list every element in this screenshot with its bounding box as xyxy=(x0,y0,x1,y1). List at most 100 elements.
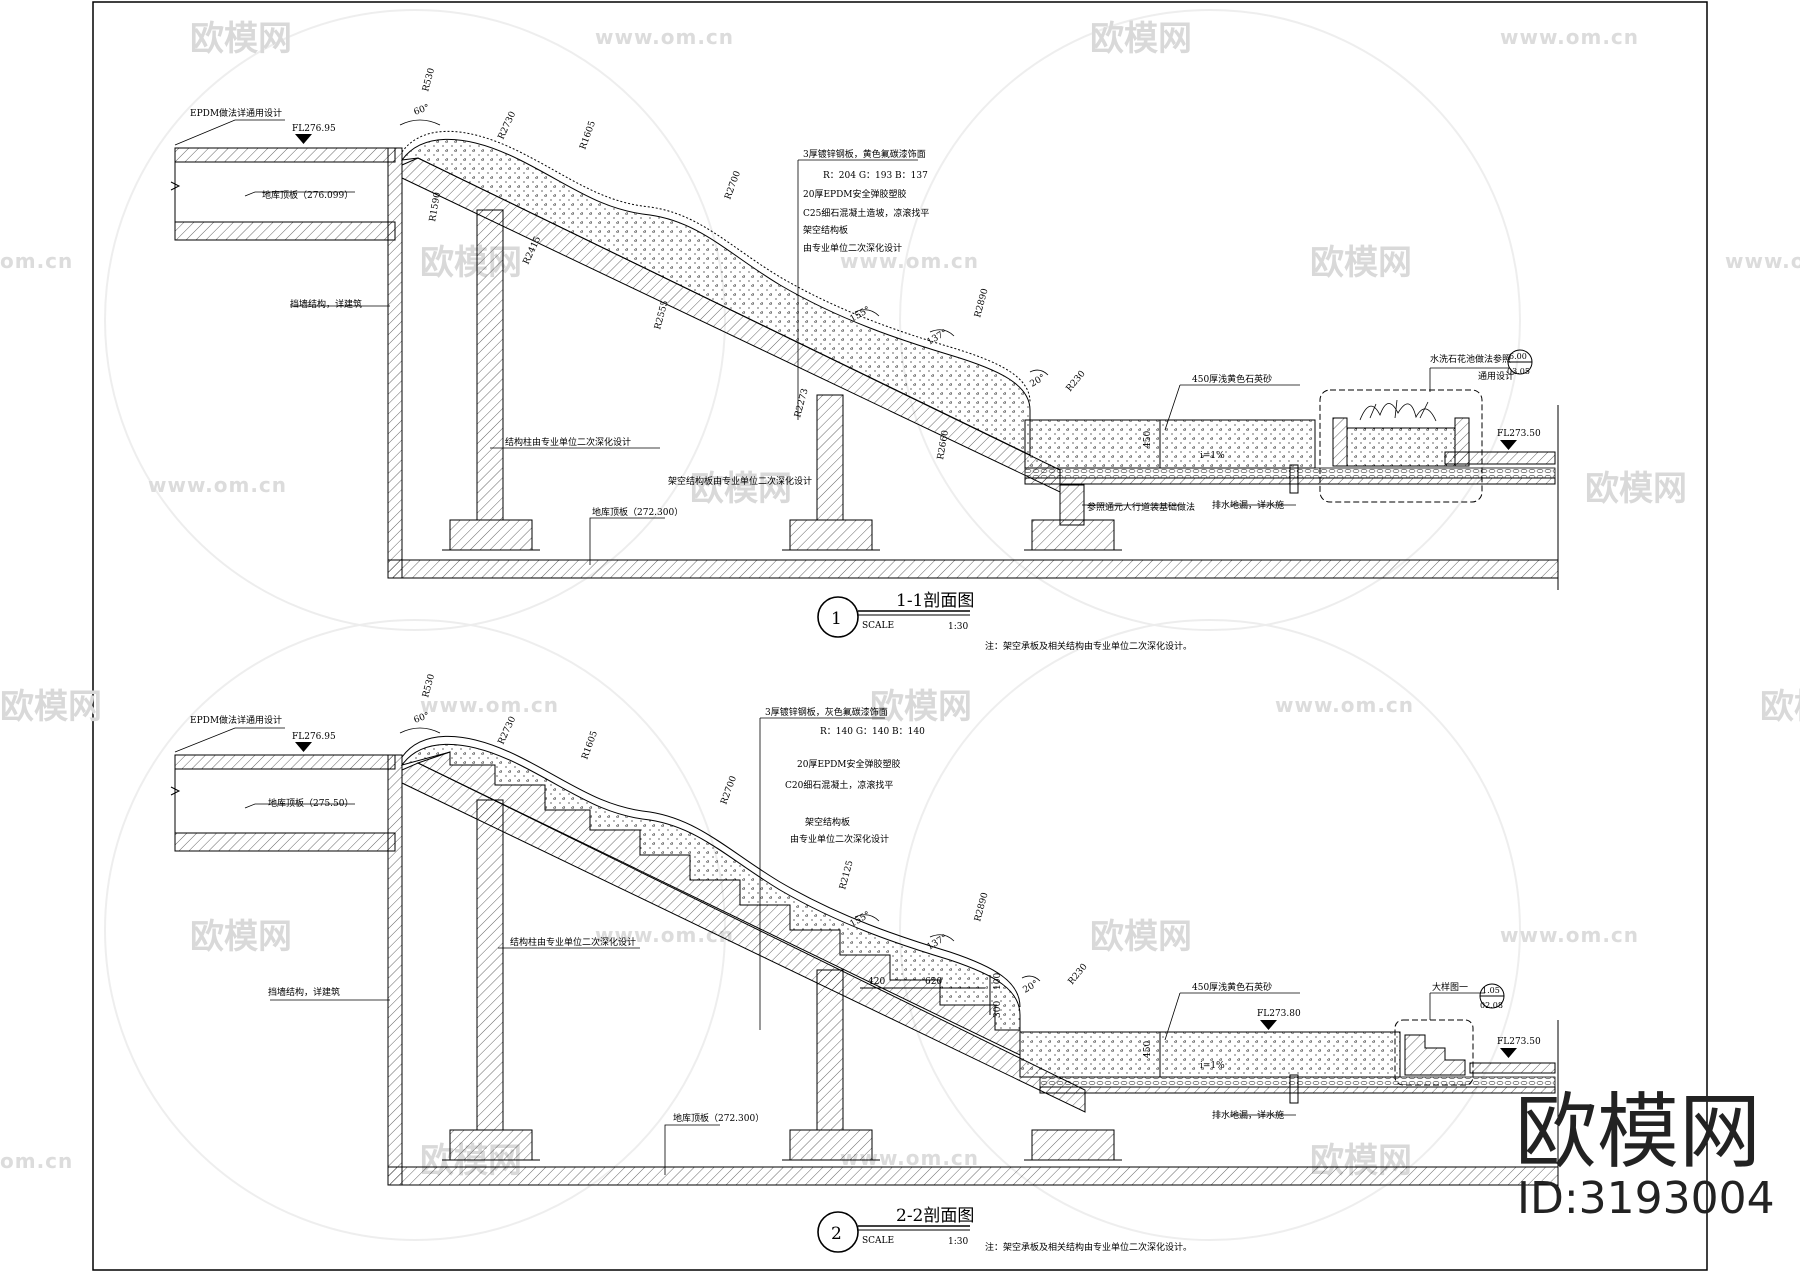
radius-label: R1605 xyxy=(580,729,600,761)
planter-wall xyxy=(1332,417,1348,467)
radius-label: R2890 xyxy=(973,287,990,319)
structural-column xyxy=(476,799,504,1131)
section-2-drawing: EPDM做法详通用设计 FL276.95 地库顶板（275.50） 挡墙结构，详… xyxy=(170,673,1559,1253)
dim-450: 450 xyxy=(1143,431,1153,448)
watermark-cn: 欧模网 xyxy=(1310,243,1412,283)
label-layer-1: 3厚镀锌钢板，黄色氟碳漆饰面 xyxy=(803,148,926,160)
structural-column xyxy=(1059,484,1085,526)
watermark-cn: 欧模网 xyxy=(1585,469,1687,509)
section-note: 注：架空承板及相关结构由专业单位二次深化设计。 xyxy=(985,1241,1192,1253)
planter-soil xyxy=(1346,427,1456,467)
label-drain-ref: 参照通元人行道装基础做法 xyxy=(1087,501,1195,513)
roof-slab xyxy=(174,221,396,241)
watermark-cn: 欧模网 xyxy=(420,243,522,283)
planter-detail-box xyxy=(1319,389,1483,503)
label-fl-top: FL276.95 xyxy=(292,732,336,742)
ref-top: 1.05 xyxy=(1482,986,1500,995)
dim-420: 420 xyxy=(868,977,885,987)
radius-label: R2700 xyxy=(719,774,739,806)
watermark-cn: 欧模网 xyxy=(190,19,292,59)
scale-value: 1:30 xyxy=(948,1237,968,1247)
label-roof-slab: 地库顶板（275.50） xyxy=(268,797,354,809)
watermark-cn: 欧模网 xyxy=(1760,687,1800,727)
radius-label: R2730 xyxy=(497,715,519,746)
section-title: 2-2剖面图 xyxy=(896,1206,974,1226)
elevation-marker-icon xyxy=(1260,1020,1277,1030)
detail-box xyxy=(1394,1019,1474,1086)
label-sand: 450厚浅黄色石英砂 xyxy=(1192,373,1272,385)
label-planter: 水洗石花池做法参照 xyxy=(1430,353,1511,365)
label-layer-5: 由专业单位二次深化设计 xyxy=(803,242,902,254)
watermark-cn: 欧模网 xyxy=(190,917,292,957)
label-layer-4: 架空结构板 xyxy=(805,816,850,828)
watermark-url: www.om.cn xyxy=(1275,693,1414,717)
stair-structure xyxy=(416,751,1021,1056)
radius-label: R1605 xyxy=(578,119,598,151)
label-fl-right: FL273.50 xyxy=(1497,1037,1541,1047)
watermark-url: www.om.cn xyxy=(420,693,559,717)
section-number: 1 xyxy=(831,609,842,629)
section-number: 2 xyxy=(831,1224,842,1244)
structural-column xyxy=(476,209,504,521)
label-floor-slab: 地库顶板（272.300） xyxy=(673,1112,764,1124)
drain-pipe xyxy=(1289,464,1299,494)
label-slope: i=1% xyxy=(1200,451,1225,461)
label-layer-3: C25细石混凝土造坡，凉滚找平 xyxy=(803,207,929,219)
label-layer-1-rgb: R：204 G：193 B：137 xyxy=(823,171,928,181)
plant-icon xyxy=(1359,399,1437,422)
watermark-url: www.om.cn xyxy=(840,249,979,273)
radius-label: R2273 xyxy=(793,387,810,419)
angle-label: 60° xyxy=(413,103,431,118)
radius-label: R2700 xyxy=(723,169,743,201)
ref-bottom: 02.08 xyxy=(1480,1001,1503,1010)
label-slope: i=1% xyxy=(1200,1061,1225,1071)
label-fl-right: FL273.50 xyxy=(1497,429,1541,439)
label-fl-top: FL276.95 xyxy=(292,124,336,134)
dim-300: 300 xyxy=(993,1001,1003,1018)
radius-label: R1590 xyxy=(428,191,443,222)
footing xyxy=(789,1129,873,1161)
watermark-cn: 欧模网 xyxy=(1090,917,1192,957)
watermark-url: om.cn xyxy=(0,1149,73,1173)
label-epdm: EPDM做法详通用设计 xyxy=(190,714,282,726)
watermark-url: www.om.cn xyxy=(148,473,287,497)
label-retaining-wall: 挡墙结构，详建筑 xyxy=(268,986,340,998)
label-column: 结构柱由专业单位二次深化设计 xyxy=(510,936,636,948)
detail-steps xyxy=(1404,1034,1466,1076)
drain-pipe xyxy=(1289,1074,1299,1104)
paving xyxy=(1469,1062,1556,1074)
watermark-cn: 欧模网 xyxy=(0,687,102,727)
elevation-marker-icon xyxy=(295,134,312,144)
epdm-layer xyxy=(174,754,396,770)
radius-label: R2730 xyxy=(497,110,519,141)
label-detail: 大样图一 xyxy=(1432,981,1468,993)
angle-label: 20° xyxy=(1022,979,1041,996)
watermark-cn: 欧模网 xyxy=(690,469,792,509)
retaining-wall xyxy=(387,147,403,579)
watermark-url: www.om.cn xyxy=(595,25,734,49)
radius-label: R2890 xyxy=(973,891,990,923)
label-floor-slab: 地库顶板（272.300） xyxy=(592,506,683,518)
label-layer-4: 架空结构板 xyxy=(803,224,848,236)
roof-slab xyxy=(174,832,396,852)
scale-value: 1:30 xyxy=(948,622,968,632)
label-deck: 架空结构板由专业单位二次深化设计 xyxy=(668,475,812,487)
brand-id: ID:3193004 xyxy=(1517,1173,1775,1224)
footing xyxy=(789,519,873,551)
footing xyxy=(1031,1129,1115,1161)
ref-top: 6.00 xyxy=(1509,352,1527,361)
brand-name: 欧模网 xyxy=(1515,1085,1761,1180)
watermark-url: www.om.cn xyxy=(1500,25,1639,49)
scale-word: SCALE xyxy=(862,1236,894,1246)
watermark-cn: 欧模网 xyxy=(1090,19,1192,59)
label-column: 结构柱由专业单位二次深化设计 xyxy=(505,436,631,448)
label-sand: 450厚浅黄色石英砂 xyxy=(1192,981,1272,993)
sheet-frame xyxy=(92,1,1708,1271)
label-layer-2: 20厚EPDM安全弹胶塑胶 xyxy=(803,188,907,200)
angle-label: 155° xyxy=(849,910,873,930)
elevation-marker-icon xyxy=(295,742,312,752)
radius-label: R230 xyxy=(1065,369,1088,394)
floor-slab xyxy=(387,559,1559,579)
epdm-layer xyxy=(174,147,396,163)
